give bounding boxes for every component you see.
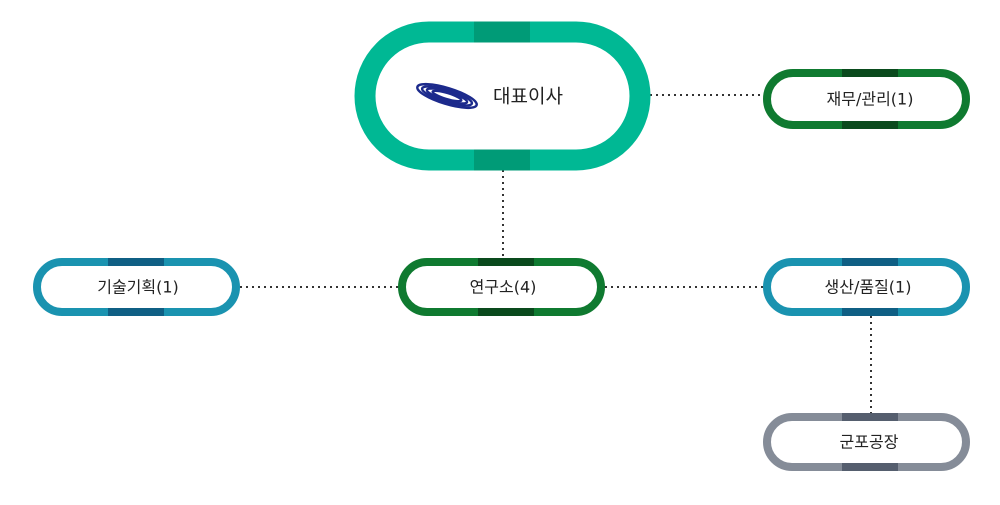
ceo-node-accent-top [474, 21, 530, 43]
production-node-accent-top [842, 258, 898, 266]
ceo-node-accent-bottom [474, 149, 530, 171]
ceo-node[interactable]: 대표이사 [354, 21, 651, 171]
factory-node-accent-bottom [842, 463, 898, 471]
factory-node-accent-top [842, 413, 898, 421]
research-node-accent-top [478, 258, 534, 266]
planning-node-accent-top [108, 258, 164, 266]
research-node[interactable]: 연구소(4) [398, 258, 605, 316]
planning-node[interactable]: 기술기획(1) [33, 258, 240, 316]
company-logo-icon [416, 82, 478, 110]
research-node-accent-bottom [478, 308, 534, 316]
production-node-accent-bottom [842, 308, 898, 316]
planning-node-accent-bottom [108, 308, 164, 316]
factory-node-label: 군포공장 [840, 433, 899, 452]
finance-node-accent-top [842, 69, 898, 77]
finance-node-accent-bottom [842, 121, 898, 129]
production-node-label: 생산/품질(1) [825, 278, 912, 297]
connectors [240, 94, 872, 413]
finance-node-label: 재무/관리(1) [827, 90, 914, 109]
planning-node-label: 기술기획(1) [97, 278, 179, 297]
finance-node[interactable]: 재무/관리(1) [763, 69, 970, 129]
ceo-node-label: 대표이사 [493, 86, 563, 108]
production-node[interactable]: 생산/품질(1) [763, 258, 970, 316]
research-node-label: 연구소(4) [470, 278, 537, 297]
factory-node[interactable]: 군포공장 [763, 413, 970, 471]
